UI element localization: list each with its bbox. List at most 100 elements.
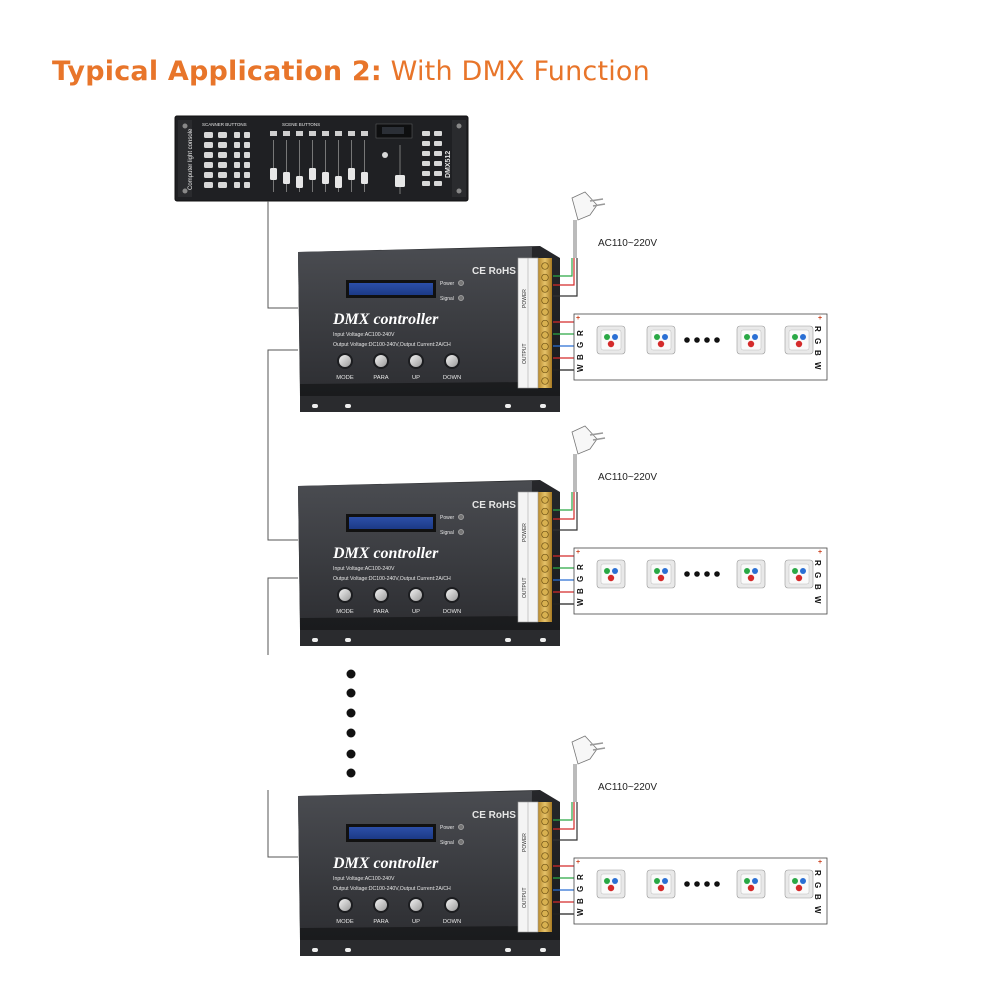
console-right-buttons	[382, 131, 442, 194]
strip-plus-left: +	[576, 549, 580, 556]
led-power-label: Power	[440, 281, 455, 287]
strip-pin-label-left: B	[576, 588, 585, 594]
console-scanner-key	[234, 162, 240, 168]
strip-pin-label-right: B	[813, 894, 822, 900]
down-button[interactable]	[446, 589, 458, 601]
console-scene-key	[270, 131, 277, 136]
rgb-led-chip	[596, 325, 626, 355]
power-led	[458, 824, 464, 830]
ac-voltage-label: AC110~220V	[598, 238, 658, 249]
console-fader-knob	[296, 176, 303, 188]
mounting-flange	[300, 940, 560, 956]
power-wire-neutral	[553, 492, 578, 531]
down-button[interactable]	[446, 355, 458, 367]
mode-button[interactable]	[339, 589, 351, 601]
title-bold: Typical Application 2:	[52, 56, 382, 87]
strip-plus-right: +	[818, 549, 822, 556]
console-scene-key	[283, 131, 290, 136]
strip-pin-label-right: B	[813, 584, 822, 590]
output-spec-label: Output Voltage:DC100-240V,Output Current…	[333, 342, 451, 348]
strip-pin-label-left: W	[576, 908, 585, 916]
console-func-key	[434, 161, 442, 166]
console-func-key	[422, 181, 430, 186]
mode-button-label: MODE	[336, 375, 354, 381]
rgb-led-chip	[646, 559, 676, 589]
console-scanner-key	[204, 152, 213, 158]
power-wire-live	[553, 492, 575, 520]
strip-pin-label-right: R	[813, 326, 822, 332]
power-wire-ground	[553, 258, 573, 277]
power-plug	[553, 191, 606, 297]
console-scanner-key	[244, 132, 250, 138]
up-button[interactable]	[410, 899, 422, 911]
strip-ellipsis-dot	[714, 337, 720, 343]
cert-marks: CE RoHS	[472, 266, 516, 277]
up-button-label: UP	[412, 375, 420, 381]
output-spec-label: Output Voltage:DC100-240V,Output Current…	[333, 576, 451, 582]
controller-name: DMX controller	[332, 545, 439, 562]
console-func-key	[434, 171, 442, 176]
up-button[interactable]	[410, 355, 422, 367]
input-voltage-label: Input Voltage:AC100-240V	[333, 876, 395, 882]
strip-pin-label-left: G	[576, 576, 585, 582]
console-fader-knob	[283, 172, 290, 184]
strip-pin-label-right: W	[813, 596, 822, 604]
console-func-key	[434, 181, 442, 186]
input-voltage-label: Input Voltage:AC100-240V	[333, 566, 395, 572]
up-button-label: UP	[412, 609, 420, 615]
strip-ellipsis-dot	[714, 571, 720, 577]
rgb-led-chip	[784, 559, 814, 589]
terminal-block: POWER OUTPUT	[517, 801, 552, 933]
controller-name: DMX controller	[332, 855, 439, 872]
rgb-led-chip	[646, 325, 676, 355]
strip-ellipsis-dot	[694, 337, 700, 343]
strip-pin-label-left: R	[576, 874, 585, 880]
input-voltage-label: Input Voltage:AC100-240V	[333, 332, 395, 338]
mode-button[interactable]	[339, 899, 351, 911]
strip-pin-label-right: G	[813, 338, 822, 344]
console-scanner-key	[204, 142, 213, 148]
led-power-label: Power	[440, 515, 455, 521]
para-button[interactable]	[375, 355, 387, 367]
dmx-signal-cable	[267, 201, 298, 858]
strip-ellipsis-dot	[684, 881, 690, 887]
para-button[interactable]	[375, 899, 387, 911]
console-scanner-buttons	[204, 132, 250, 188]
signal-led	[458, 295, 464, 301]
console-scene-key	[322, 131, 329, 136]
para-button[interactable]	[375, 589, 387, 601]
terminal-output-label: OUTPUT	[522, 887, 528, 908]
console-scanner-key	[218, 172, 227, 178]
mode-button[interactable]	[339, 355, 351, 367]
console-func-key	[422, 171, 430, 176]
console-scanner-key	[218, 152, 227, 158]
up-button[interactable]	[410, 589, 422, 601]
strip-plus-left: +	[576, 859, 580, 866]
console-scanner-key	[244, 182, 250, 188]
strip-plus-left: +	[576, 315, 580, 322]
ac-voltage-label: AC110~220V	[598, 782, 658, 793]
console-scanner-key	[234, 172, 240, 178]
lcd-display	[349, 517, 433, 529]
cert-marks: CE RoHS	[472, 810, 516, 821]
cert-marks: CE RoHS	[472, 500, 516, 511]
console-func-key	[434, 141, 442, 146]
terminal-power-label: POWER	[522, 833, 528, 852]
lcd-display	[349, 283, 433, 295]
down-button[interactable]	[446, 899, 458, 911]
console-scanner-key	[244, 142, 250, 148]
console-fader-knob	[361, 172, 368, 184]
console-func-key	[422, 141, 430, 146]
rgb-led-chip	[646, 869, 676, 899]
console-scene-key	[309, 131, 316, 136]
strip-pin-label-left: W	[576, 598, 585, 606]
strip-plus-right: +	[818, 859, 822, 866]
page-title: Typical Application 2: With DMX Function	[52, 56, 650, 87]
console-left-section: SCANNER BUTTONS	[202, 122, 247, 127]
para-button-label: PARA	[373, 919, 388, 925]
